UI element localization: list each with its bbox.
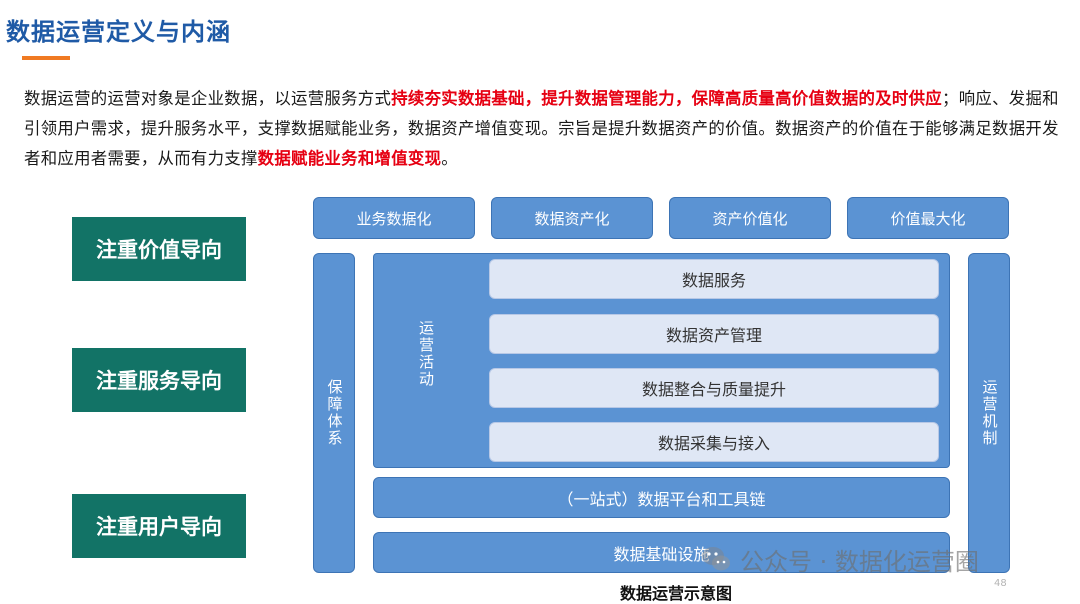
ops-item-integration-quality: 数据整合与质量提升: [489, 368, 939, 408]
intro-text: 。: [441, 149, 458, 168]
title-underline: [22, 56, 70, 60]
infrastructure-bar: 数据基础设施: [373, 532, 950, 573]
intro-highlight: 持续夯实数据基础，提升数据管理能力，保障高质量高价值数据的及时供应: [391, 89, 942, 108]
stage-value-maximization: 价值最大化: [847, 197, 1009, 239]
slide-title: 数据运营定义与内涵: [6, 18, 231, 46]
diagram-caption: 数据运营示意图: [619, 584, 732, 603]
orientation-value: 注重价值导向: [72, 217, 246, 281]
page-number: 48: [994, 578, 1007, 589]
ops-item-data-service: 数据服务: [489, 259, 939, 299]
ops-item-asset-management: 数据资产管理: [489, 314, 939, 354]
watermark: 公众号 · 数据化运营圈: [700, 540, 979, 578]
stage-data-assetization: 数据资产化: [491, 197, 653, 239]
stage-business-digitization: 业务数据化: [313, 197, 475, 239]
operation-activities-label: 运营活动: [417, 320, 435, 388]
orientation-service: 注重服务导向: [72, 348, 246, 412]
watermark-text: 公众号 · 数据化运营圈: [740, 547, 979, 576]
ops-item-collection-access: 数据采集与接入: [489, 422, 939, 462]
intro-text: 数据运营的运营对象是企业数据，以运营服务方式: [24, 89, 392, 108]
stage-asset-valorization: 资产价值化: [669, 197, 831, 239]
operation-mechanism-column: 运营机制: [968, 253, 1010, 573]
intro-paragraph: 数据运营的运营对象是企业数据，以运营服务方式持续夯实数据基础，提升数据管理能力，…: [24, 84, 1064, 174]
wechat-icon: [702, 547, 730, 571]
orientation-user: 注重用户导向: [72, 494, 246, 558]
intro-highlight: 数据赋能业务和增值变现: [257, 149, 442, 168]
assurance-system-column: 保障体系: [313, 253, 355, 573]
platform-toolchain-bar: （一站式）数据平台和工具链: [373, 477, 950, 518]
intro-text: ；响应、发掘和引领用户需求，提升服务水平，支撑数据赋能业务，数据资产增值变现。宗…: [24, 89, 1059, 168]
